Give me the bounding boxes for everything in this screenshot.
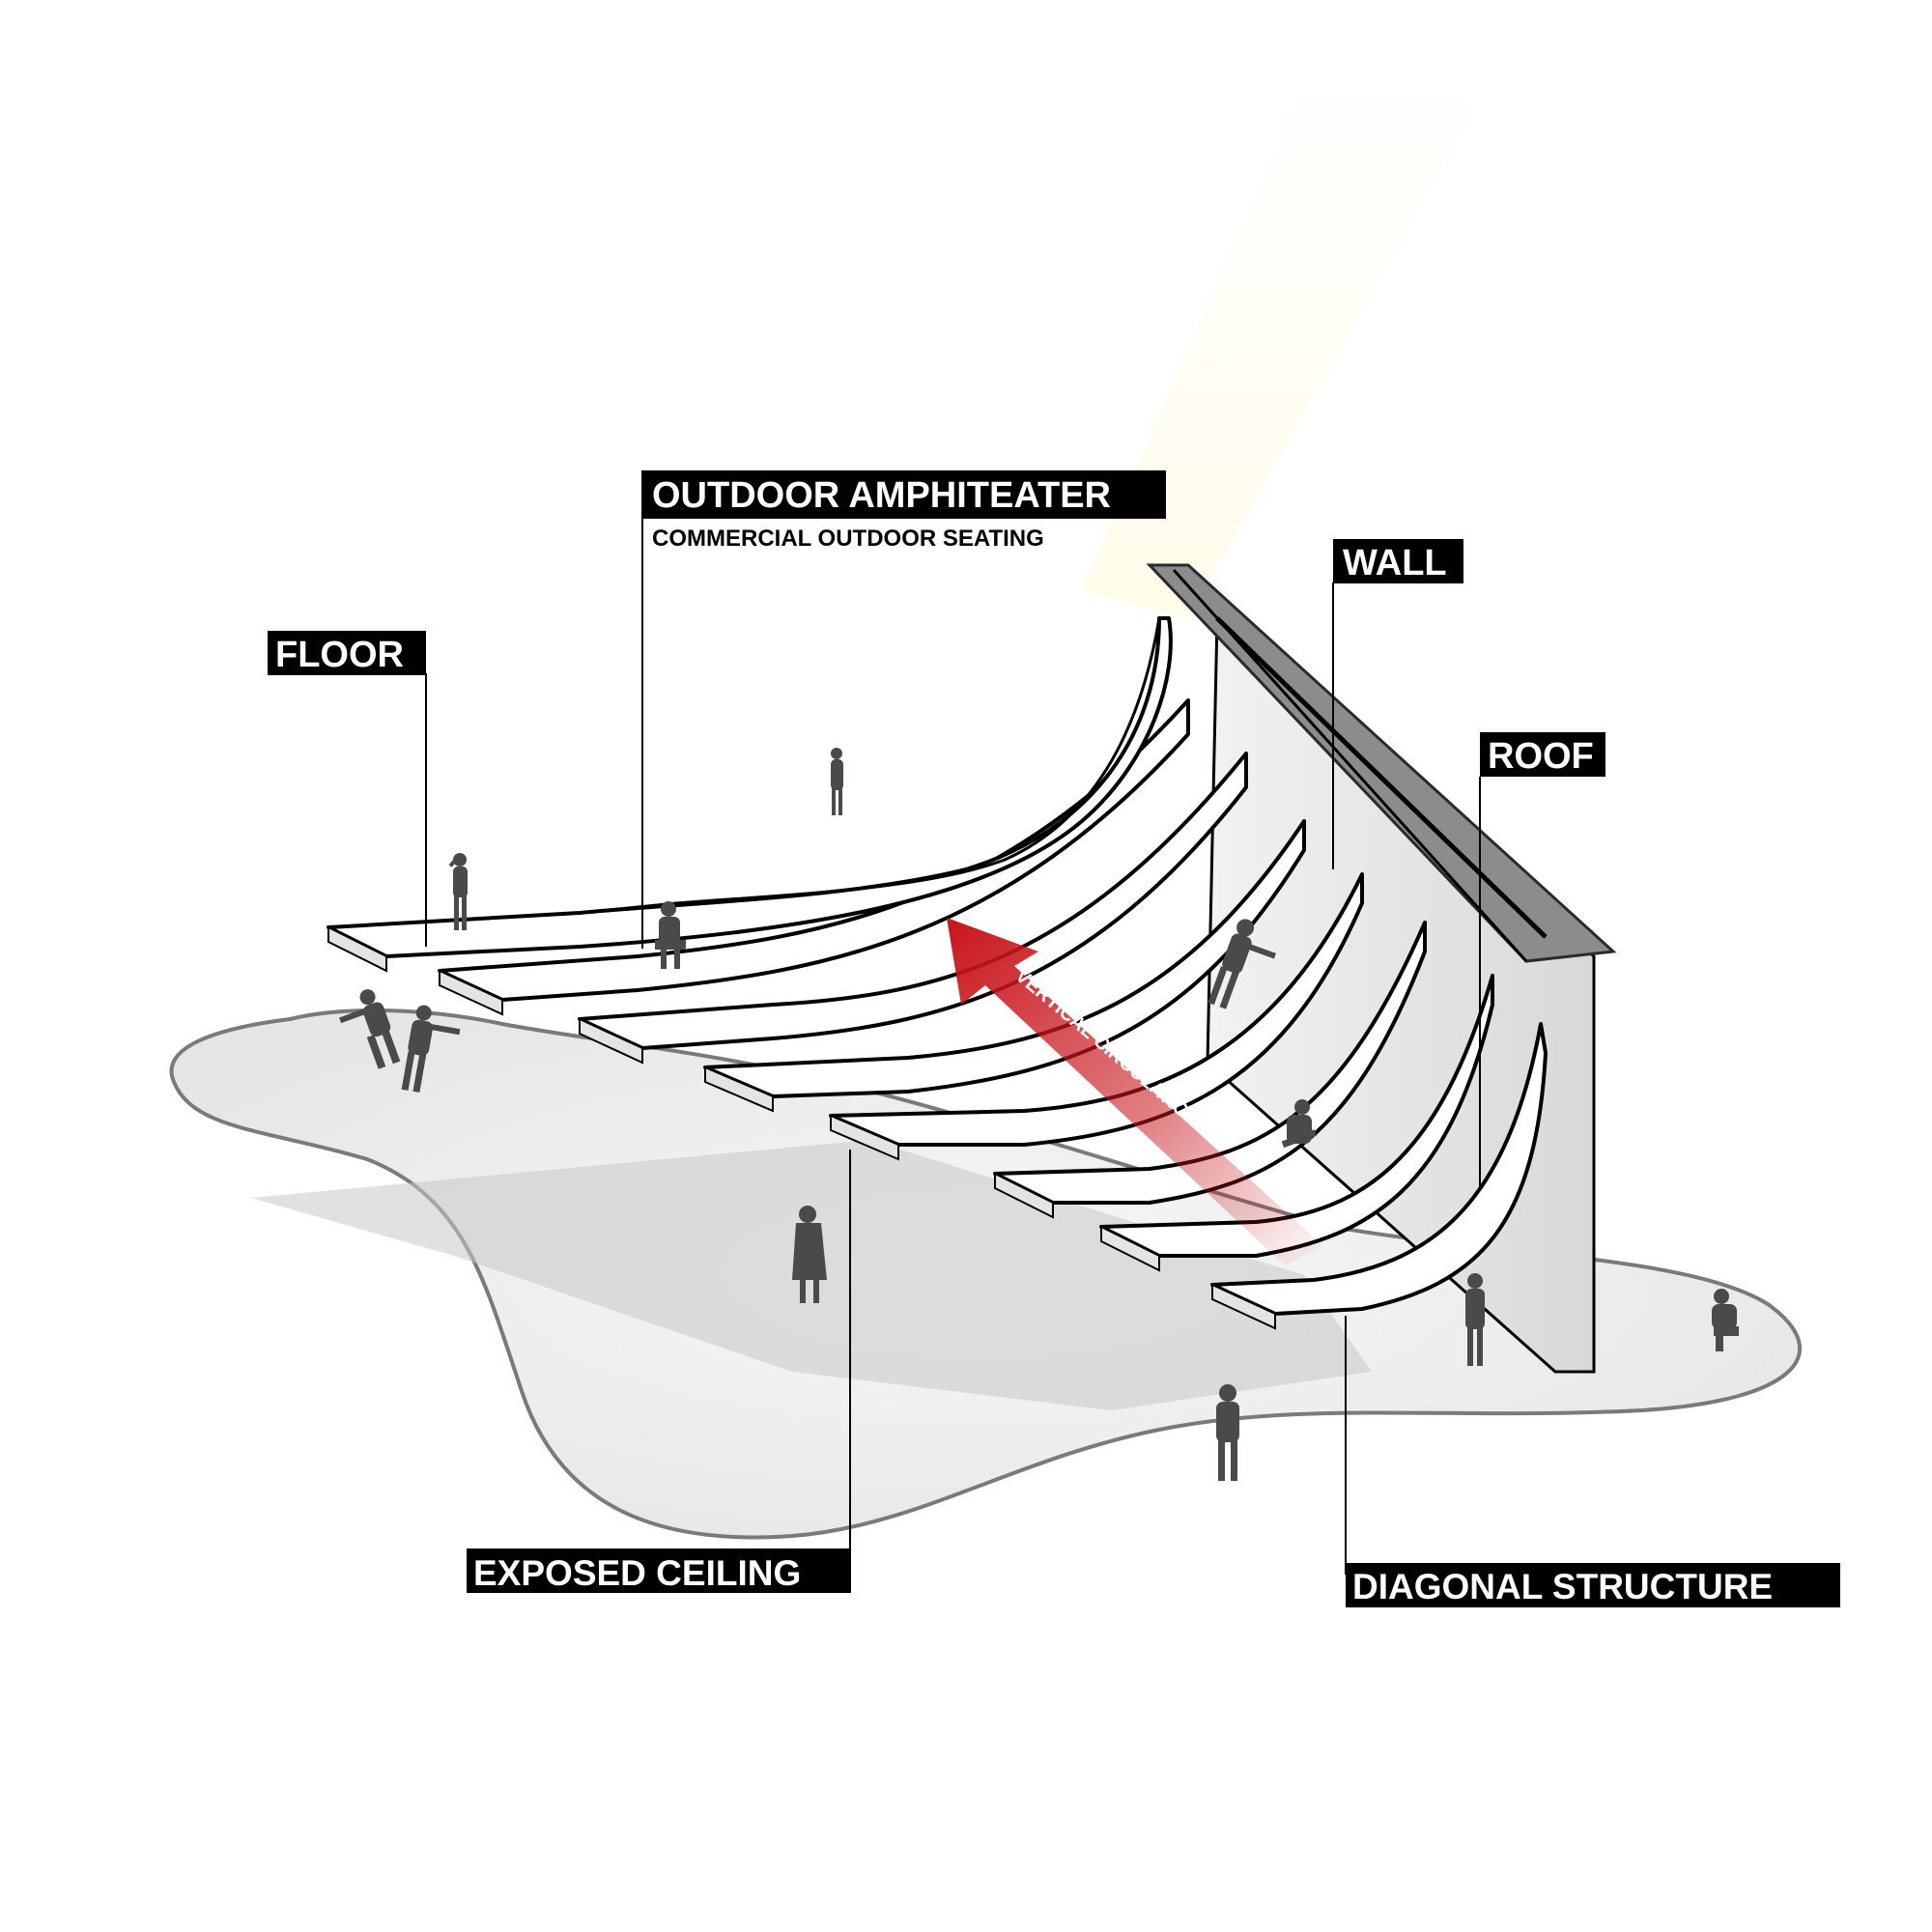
slab-2 xyxy=(578,752,1248,1050)
people xyxy=(339,748,1739,1481)
person-silhouette-icon xyxy=(401,1005,461,1094)
label-wall-text: WALL xyxy=(1343,543,1447,583)
circulation-arrow-icon xyxy=(947,918,1323,1265)
person-silhouette-icon xyxy=(655,901,686,969)
slab-1-edge xyxy=(439,969,503,1016)
label-outdoor-amphitheater: OUTDOOR AMPHITEATER COMMERCIAL OUTDOOR S… xyxy=(642,470,1166,552)
slab-7-edge xyxy=(1211,1283,1276,1330)
label-wall: WALL xyxy=(1333,539,1463,583)
person-silhouette-icon xyxy=(1712,1289,1739,1351)
slab-3-edge xyxy=(704,1065,774,1113)
label-amphitheater-text: OUTDOOR AMPHITEATER xyxy=(652,475,1111,516)
leader-lines xyxy=(425,470,1481,1575)
sky-light-glow xyxy=(1082,0,1536,618)
person-silhouette-icon xyxy=(1216,1384,1239,1481)
slab-5-edge xyxy=(994,1172,1054,1219)
person-silhouette-icon xyxy=(448,853,468,930)
label-floor: FLOOR xyxy=(268,631,426,675)
label-diagonal-structure: DIAGONAL STRUCTURE xyxy=(1346,1563,1840,1607)
label-diagonal-structure-text: DIAGONAL STRUCTURE xyxy=(1352,1567,1773,1606)
slab-6 xyxy=(1099,974,1494,1258)
slab-4-edge xyxy=(830,1114,899,1161)
label-roof: ROOF xyxy=(1480,732,1605,777)
slab-7 xyxy=(1210,1022,1548,1316)
label-exposed-ceiling: EXPOSED CEILING xyxy=(467,1548,851,1593)
person-silhouette-icon xyxy=(1465,1273,1485,1366)
slab-floor-back-curve xyxy=(579,617,1161,915)
slab-2-edge xyxy=(579,1017,643,1065)
slab-6-edge xyxy=(1100,1225,1160,1272)
person-silhouette-icon xyxy=(1281,1099,1317,1149)
person-silhouette-icon xyxy=(339,989,401,1069)
person-silhouette-icon xyxy=(792,1206,827,1303)
label-floor-text: FLOOR xyxy=(275,635,404,675)
roof-fin-2 xyxy=(1215,616,1548,939)
person-silhouette-icon xyxy=(831,748,843,815)
label-amphitheater-subtitle: COMMERCIAL OUTDOOR SEATING xyxy=(652,526,1044,552)
label-exposed-ceiling-text: EXPOSED CEILING xyxy=(473,1553,801,1593)
slab-1 xyxy=(438,698,1190,1002)
slab-floor-edge xyxy=(327,925,387,973)
label-roof-text: ROOF xyxy=(1488,736,1594,777)
person-silhouette-icon xyxy=(1208,919,1276,1009)
